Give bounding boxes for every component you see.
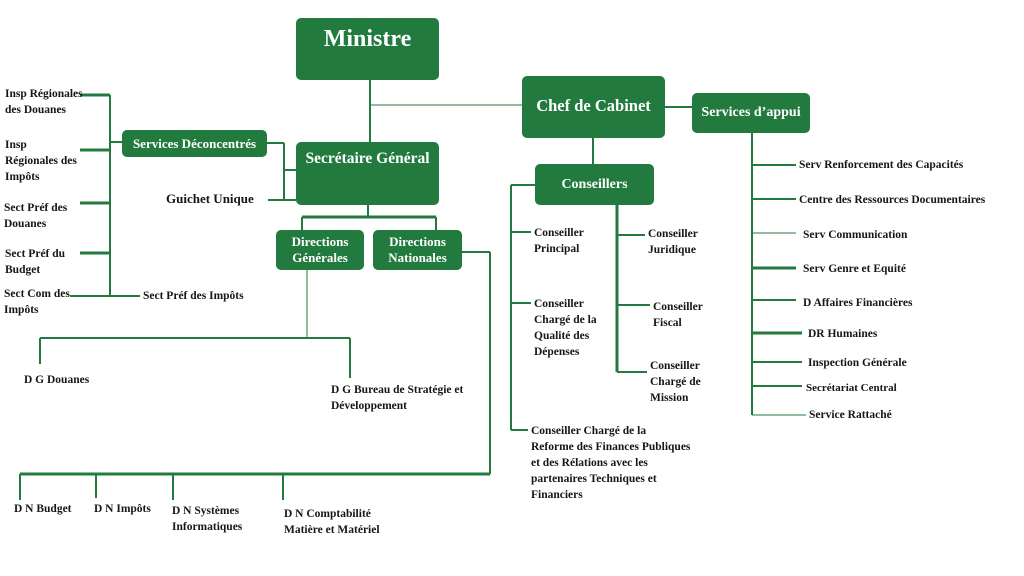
services-appui-box: Services d’appui bbox=[692, 93, 810, 133]
sect-pref-douanes: Sect Préf des Douanes bbox=[4, 202, 68, 230]
dn-impots: D N Impôts bbox=[94, 503, 151, 515]
dg-bureau-strategie: D G Bureau de Stratégie et Développement bbox=[331, 384, 464, 412]
directions-nationales-label: Directions Nationales bbox=[388, 234, 447, 265]
service-rattache: Service Rattaché bbox=[809, 409, 892, 421]
insp-regionales-impots: Insp Régionales des Impôts bbox=[5, 139, 77, 183]
guichet-unique: Guichet Unique bbox=[166, 191, 254, 206]
secretaire-general-box: Secrétaire Général bbox=[296, 142, 439, 205]
chef-de-cabinet-box: Chef de Cabinet bbox=[522, 76, 665, 138]
dn-comptabilite: D N Comptabilité Matière et Matériel bbox=[284, 508, 380, 536]
conseillers-label: Conseillers bbox=[561, 176, 628, 192]
conseiller-reforme-finances: Conseiller Chargé de la Reforme des Fina… bbox=[531, 425, 691, 501]
sect-pref-budget: Sect Préf du Budget bbox=[5, 248, 66, 276]
dr-humaines: DR Humaines bbox=[808, 328, 878, 340]
serv-communication: Serv Communication bbox=[803, 229, 908, 241]
insp-regionales-douanes: Insp Régionales des Douanes bbox=[5, 88, 83, 116]
serv-renforcement-capacites: Serv Renforcement des Capacités bbox=[799, 159, 964, 171]
services-deconcentres-box: Services Déconcentrés bbox=[122, 130, 267, 157]
dn-budget: D N Budget bbox=[14, 503, 72, 515]
conseiller-juridique: Conseiller Juridique bbox=[648, 228, 698, 256]
directions-generales-label: Directions Générales bbox=[291, 234, 349, 265]
ministre-label: Ministre bbox=[323, 26, 412, 52]
ministre-box: Ministre bbox=[296, 18, 439, 80]
sect-pref-impots: Sect Préf des Impôts bbox=[143, 290, 244, 302]
dn-systemes-informatiques: D N Systèmes Informatiques bbox=[172, 505, 243, 533]
services-deconcentres-label: Services Déconcentrés bbox=[132, 135, 257, 151]
secretaire-general-label: Secrétaire Général bbox=[305, 150, 430, 167]
chef-de-cabinet-label: Chef de Cabinet bbox=[536, 96, 651, 115]
conseiller-principal: Conseiller Principal bbox=[534, 227, 584, 255]
directions-nationales-box: Directions Nationales bbox=[373, 230, 462, 270]
centre-ressources-documentaires: Centre des Ressources Documentaires bbox=[799, 194, 986, 206]
directions-generales-box: Directions Générales bbox=[276, 230, 364, 270]
conseiller-qualite-depenses: Conseiller Chargé de la Qualité des Dépe… bbox=[534, 298, 597, 358]
inspection-generale: Inspection Générale bbox=[808, 357, 907, 369]
serv-genre-equite: Serv Genre et Equité bbox=[803, 263, 906, 275]
sect-com-impots: Sect Com des Impôts bbox=[4, 288, 70, 316]
conseillers-box: Conseillers bbox=[535, 164, 654, 205]
d-affaires-financieres: D Affaires Financières bbox=[803, 297, 913, 309]
dg-douanes: D G Douanes bbox=[24, 374, 90, 386]
conseiller-fiscal: Conseiller Fiscal bbox=[653, 301, 703, 329]
secretariat-central: Secrétariat Central bbox=[806, 382, 897, 394]
conseiller-mission: Conseiller Chargé de Mission bbox=[650, 360, 701, 404]
services-appui-label: Services d’appui bbox=[701, 105, 801, 120]
